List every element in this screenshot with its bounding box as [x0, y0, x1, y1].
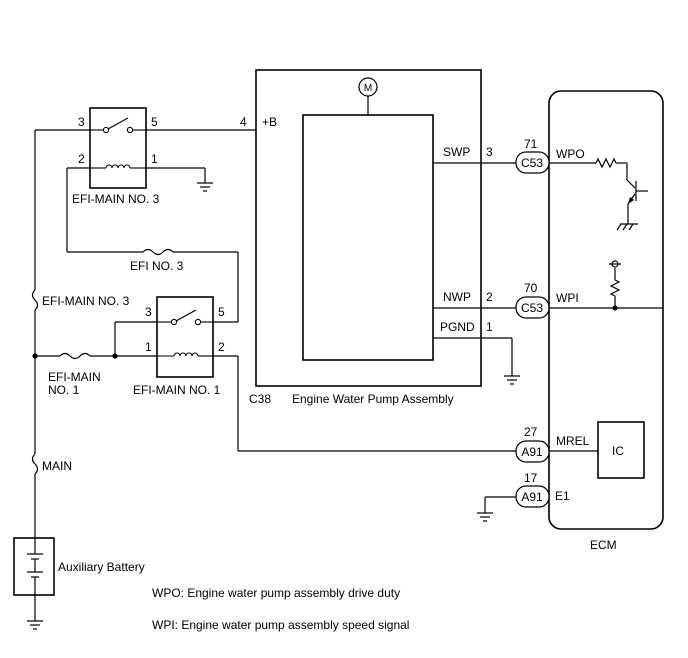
- fuse-efi-main-no1: EFI-MAIN NO. 1: [48, 352, 115, 397]
- conn-wpo: C53: [521, 156, 543, 170]
- ecm-terminal-wpo: C53 71 WPO: [515, 137, 585, 174]
- relay3-pin-2: 2: [78, 152, 85, 166]
- auxiliary-battery: Auxiliary Battery: [13, 537, 145, 630]
- pump-connector: C38: [249, 392, 271, 406]
- ic-block: IC: [549, 421, 645, 479]
- relay-efi-main-no1-label: EFI-MAIN NO. 1: [133, 383, 221, 397]
- pin-wpi-name: WPI: [556, 291, 579, 305]
- relay1-pin-3: 3: [145, 305, 152, 319]
- relay-efi-main-no1: 3 5 1 2 EFI-MAIN NO. 1: [133, 296, 225, 397]
- relay1-feed: [112, 321, 157, 359]
- fuse-efi-no3-label: EFI NO. 3: [130, 259, 184, 273]
- relay1-pin-1: 1: [145, 340, 152, 354]
- pump-pin-pgnd-num: 1: [486, 320, 493, 334]
- pump-pin-b-num: 4: [240, 115, 247, 129]
- pump-pin-b-name: +B: [262, 115, 277, 129]
- wire-efi-no3: EFI NO. 3: [66, 167, 239, 323]
- wpi-pullup-resistor: [549, 260, 663, 311]
- fuse-efi-main-no3: EFI-MAIN NO. 3: [31, 289, 130, 311]
- pin-wpi-num: 70: [524, 281, 538, 295]
- relay3-pin-1: 1: [151, 152, 158, 166]
- main-power-rail: [32, 129, 90, 538]
- e1-ground: [477, 496, 516, 522]
- pin-mrel-name: MREL: [556, 434, 590, 448]
- relay1-pin-2: 2: [218, 340, 225, 354]
- pump-label: Engine Water Pump Assembly: [292, 392, 454, 406]
- pump-pin-pgnd-name: PGND: [440, 320, 475, 334]
- fuse-efi-main-no1-label-1: EFI-MAIN: [48, 370, 101, 384]
- ecm: ECM C53 71 WPO C53 70 WPI A91 27 MREL A9…: [515, 90, 664, 552]
- wire-mrel: [213, 355, 516, 452]
- relay3-coil-ground: [146, 167, 213, 192]
- conn-wpi: C53: [521, 301, 543, 315]
- fuse-efi-main-no3-label: EFI-MAIN NO. 3: [42, 294, 130, 308]
- relay-efi-main-no3-label: EFI-MAIN NO. 3: [72, 192, 160, 206]
- relay3-pin-5: 5: [151, 115, 158, 129]
- battery-label: Auxiliary Battery: [58, 560, 145, 574]
- pump-pin-swp-num: 3: [486, 145, 493, 159]
- ecm-terminal-wpi: C53 70 WPI: [515, 281, 579, 319]
- relay-efi-main-no3: 3 5 2 1 EFI-MAIN NO. 3: [72, 107, 160, 206]
- pump-pin-swp-name: SWP: [443, 145, 470, 159]
- pump-pin-nwp-name: NWP: [443, 290, 471, 304]
- note-wpo: WPO: Engine water pump assembly drive du…: [152, 586, 400, 600]
- pin-wpo-num: 71: [524, 137, 538, 151]
- pin-e1-num: 17: [524, 471, 538, 485]
- fuse-main: MAIN: [31, 453, 72, 475]
- motor-icon: M: [364, 83, 372, 94]
- ecm-label: ECM: [590, 538, 617, 552]
- pin-e1-name: E1: [555, 489, 570, 503]
- relay1-pin-5: 5: [218, 305, 225, 319]
- fuse-efi-main-no1-label-2: NO. 1: [48, 383, 80, 397]
- pump-pin-nwp-num: 2: [486, 290, 493, 304]
- relay3-pin-3: 3: [78, 115, 85, 129]
- wpo-driver-transistor: [549, 157, 648, 231]
- pgnd-ground: [433, 337, 520, 385]
- conn-mrel: A91: [521, 445, 543, 459]
- ecm-terminal-e1: A91 17 E1: [515, 471, 570, 508]
- pin-mrel-num: 27: [524, 425, 538, 439]
- note-wpi: WPI: Engine water pump assembly speed si…: [152, 618, 409, 632]
- engine-water-pump-assembly: M 4 +B SWP 3 NWP 2 PGND 1 C38 Engine Wat…: [240, 69, 493, 406]
- fuse-main-label: MAIN: [42, 459, 72, 473]
- ic-label: IC: [612, 444, 624, 458]
- conn-e1: A91: [521, 490, 543, 504]
- pin-wpo-name: WPO: [556, 147, 585, 161]
- ecm-terminal-mrel: A91 27 MREL: [515, 425, 590, 463]
